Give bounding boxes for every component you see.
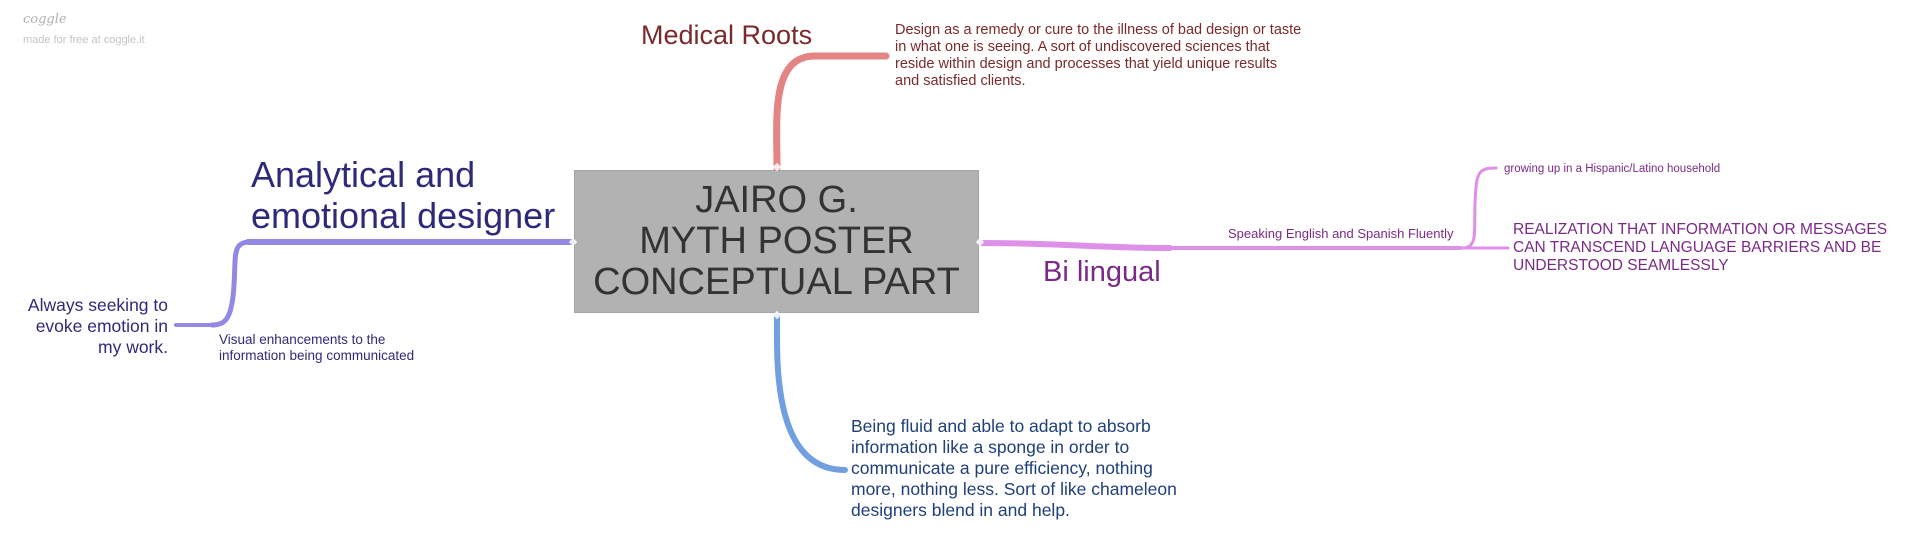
node-bilingual[interactable]: Bi lingual: [1043, 256, 1161, 288]
node-medical-roots[interactable]: Medical Roots: [641, 20, 813, 50]
node-speaking-fluently[interactable]: Speaking English and Spanish Fluently: [1228, 226, 1454, 241]
central-node-line-3: CONCEPTUAL PART: [593, 261, 960, 303]
node-analytical-line-2: emotional designer: [251, 195, 556, 236]
central-node[interactable]: JAIRO G. MYTH POSTER CONCEPTUAL PART: [574, 170, 979, 313]
node-hispanic-household[interactable]: growing up in a Hispanic/Latino househol…: [1504, 163, 1721, 175]
node-visual-enhancements[interactable]: Visual enhancements to the information b…: [219, 332, 415, 363]
branch-bilingual[interactable]: [979, 240, 1173, 251]
branch-medical-roots[interactable]: [773, 52, 890, 172]
central-node-line-1: JAIRO G.: [695, 179, 858, 221]
node-seeking-emotion[interactable]: Always seeking to evoke emotion in my wo…: [27, 295, 168, 357]
coggle-logo[interactable]: coggle: [23, 12, 67, 27]
node-analytical-line-1: Analytical and: [251, 154, 476, 195]
branch-hispanic-household[interactable]: [1460, 166, 1498, 250]
node-realization[interactable]: REALIZATION THAT INFORMATION OR MESSAGES…: [1513, 221, 1888, 274]
coggle-credit: made for free at coggle.it: [23, 34, 145, 46]
central-node-line-2: MYTH POSTER: [639, 220, 914, 262]
node-medical-detail[interactable]: Design as a remedy or cure to the illnes…: [895, 22, 1302, 89]
node-fluid-detail[interactable]: Being fluid and able to adapt to absorb …: [851, 416, 1177, 520]
branch-visual-enhancements[interactable]: [209, 239, 253, 328]
node-analytical-designer[interactable]: Analytical and emotional designer: [251, 154, 555, 236]
branch-fluid[interactable]: [773, 312, 848, 473]
